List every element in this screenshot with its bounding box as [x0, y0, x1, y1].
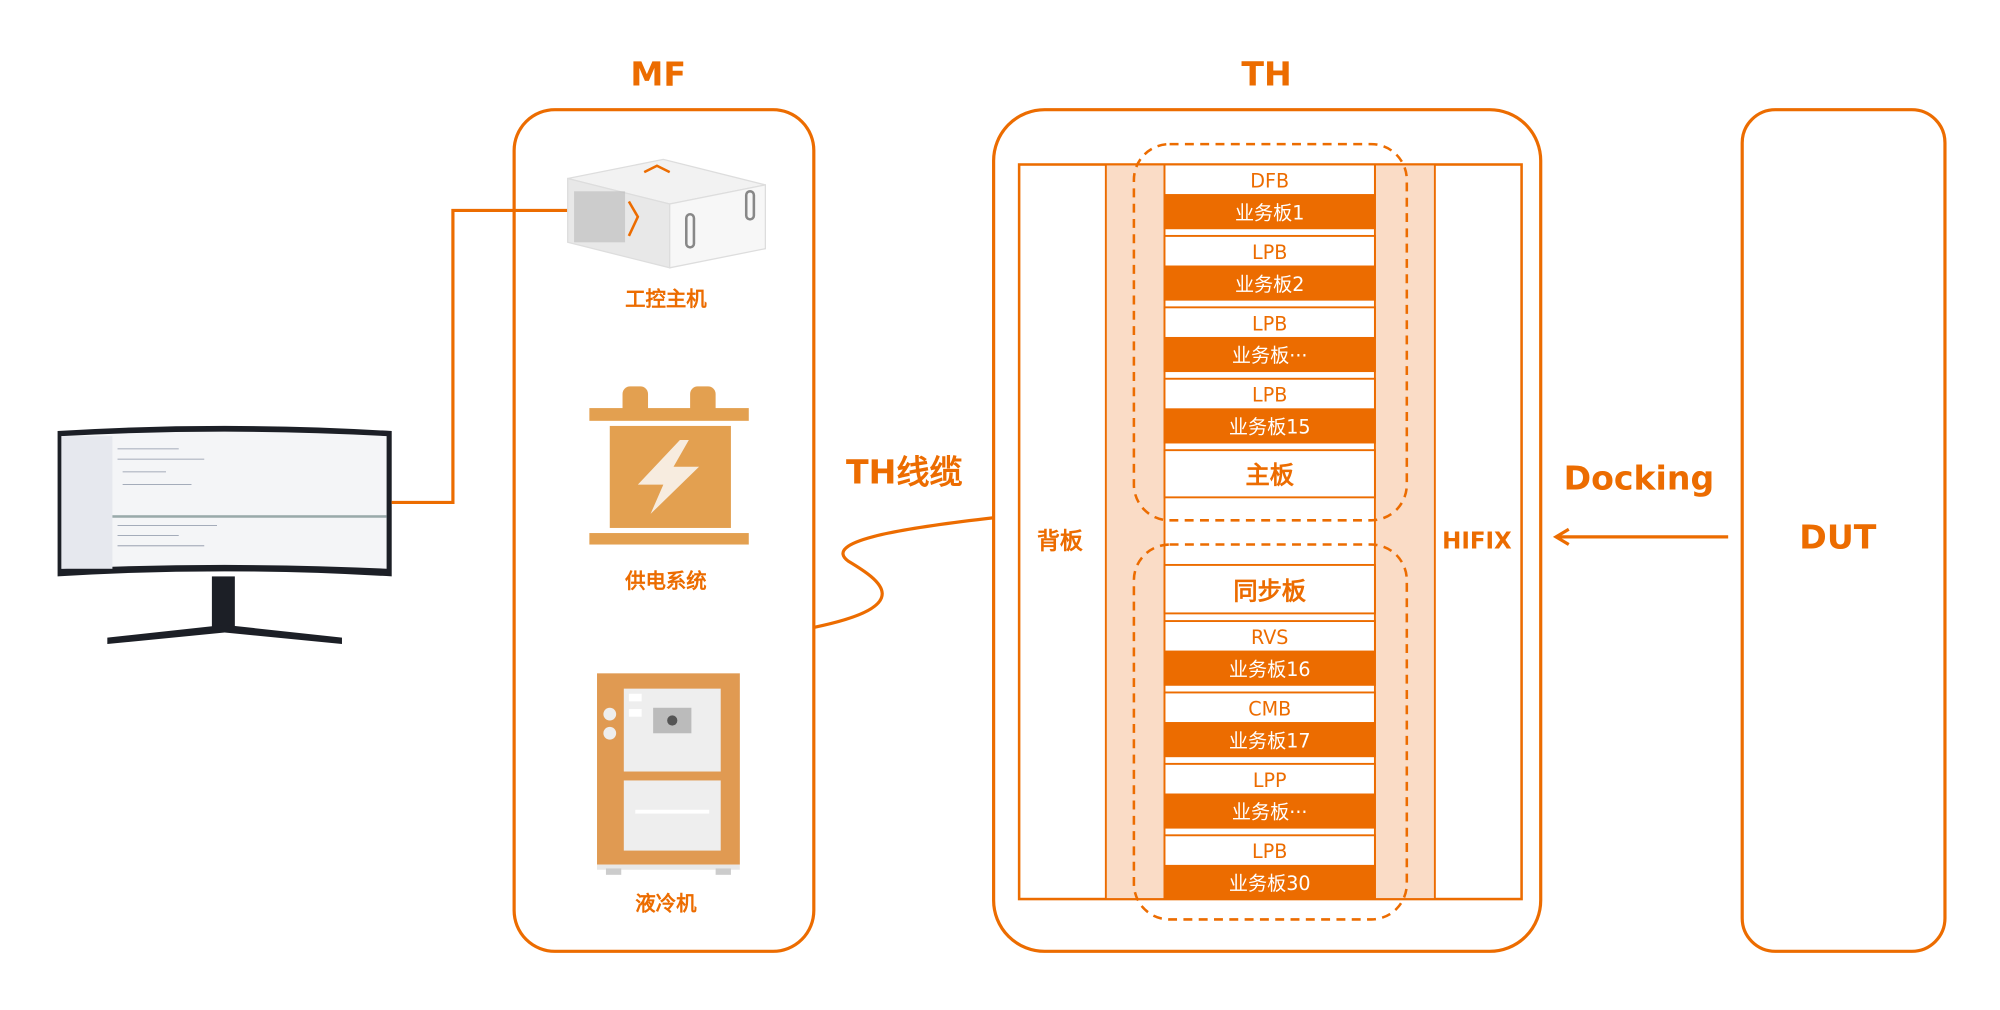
th-box	[992, 108, 1543, 953]
board-label: LPB	[1252, 384, 1287, 407]
board-slot	[1163, 234, 1376, 268]
service-board	[1163, 336, 1376, 373]
main-board	[1163, 449, 1376, 499]
board-label: 业务板2	[1235, 273, 1305, 296]
board-label: 主板	[1245, 461, 1294, 489]
service-board	[1163, 793, 1376, 829]
board-label: 业务板30	[1229, 872, 1311, 895]
service-board	[1163, 408, 1376, 444]
mf-box	[512, 108, 816, 953]
monitor-icon	[57, 425, 392, 645]
hifix-label: HIFIX	[1442, 528, 1512, 554]
service-board	[1163, 722, 1376, 758]
chiller-icon	[597, 673, 740, 875]
mf-item-label: 工控主机	[625, 287, 707, 311]
backplane-label: 背板	[1037, 528, 1083, 554]
board-label: LPB	[1252, 312, 1287, 335]
mf-title: MF	[630, 54, 686, 93]
battery-icon	[589, 386, 749, 545]
board-label: 业务板···	[1232, 344, 1308, 367]
board-label: CMB	[1248, 697, 1291, 720]
service-board	[1163, 194, 1376, 230]
mf-item-label: 液冷机	[635, 892, 697, 916]
board-slot	[1163, 834, 1376, 867]
service-board	[1163, 864, 1376, 901]
board-label: 同步板	[1233, 577, 1306, 605]
service-board	[1163, 650, 1376, 686]
cable-label: TH线缆	[846, 452, 963, 491]
board-label: LPB	[1252, 241, 1287, 264]
dut-title: DUT	[1799, 517, 1876, 556]
board-label: 业务板17	[1229, 729, 1311, 752]
dut-box	[1740, 108, 1947, 953]
board-slot	[1163, 163, 1376, 197]
board-label: DFB	[1250, 169, 1289, 192]
board-slot	[1163, 377, 1376, 411]
board-label: LPP	[1253, 769, 1287, 792]
th-cable	[813, 516, 994, 629]
arrow-left-icon	[1552, 527, 1729, 546]
industrial-pc-icon	[567, 158, 766, 269]
th-title: TH	[1241, 54, 1291, 93]
sync-board	[1163, 563, 1376, 615]
connection-line	[391, 208, 568, 505]
board-label: RVS	[1251, 626, 1288, 649]
board-label: LPB	[1252, 840, 1287, 863]
lower-board-group	[1132, 543, 1409, 921]
board-label: 业务板···	[1232, 801, 1308, 824]
board-label: 业务板15	[1229, 416, 1311, 439]
upper-board-group	[1132, 142, 1409, 522]
service-board	[1163, 265, 1376, 301]
board-label: 业务板16	[1229, 658, 1311, 681]
mf-item-label: 供电系统	[624, 569, 707, 593]
board-slot	[1163, 762, 1376, 796]
board-label: 业务板1	[1235, 201, 1305, 224]
board-slot	[1163, 691, 1376, 725]
docking-label: Docking	[1564, 459, 1715, 498]
